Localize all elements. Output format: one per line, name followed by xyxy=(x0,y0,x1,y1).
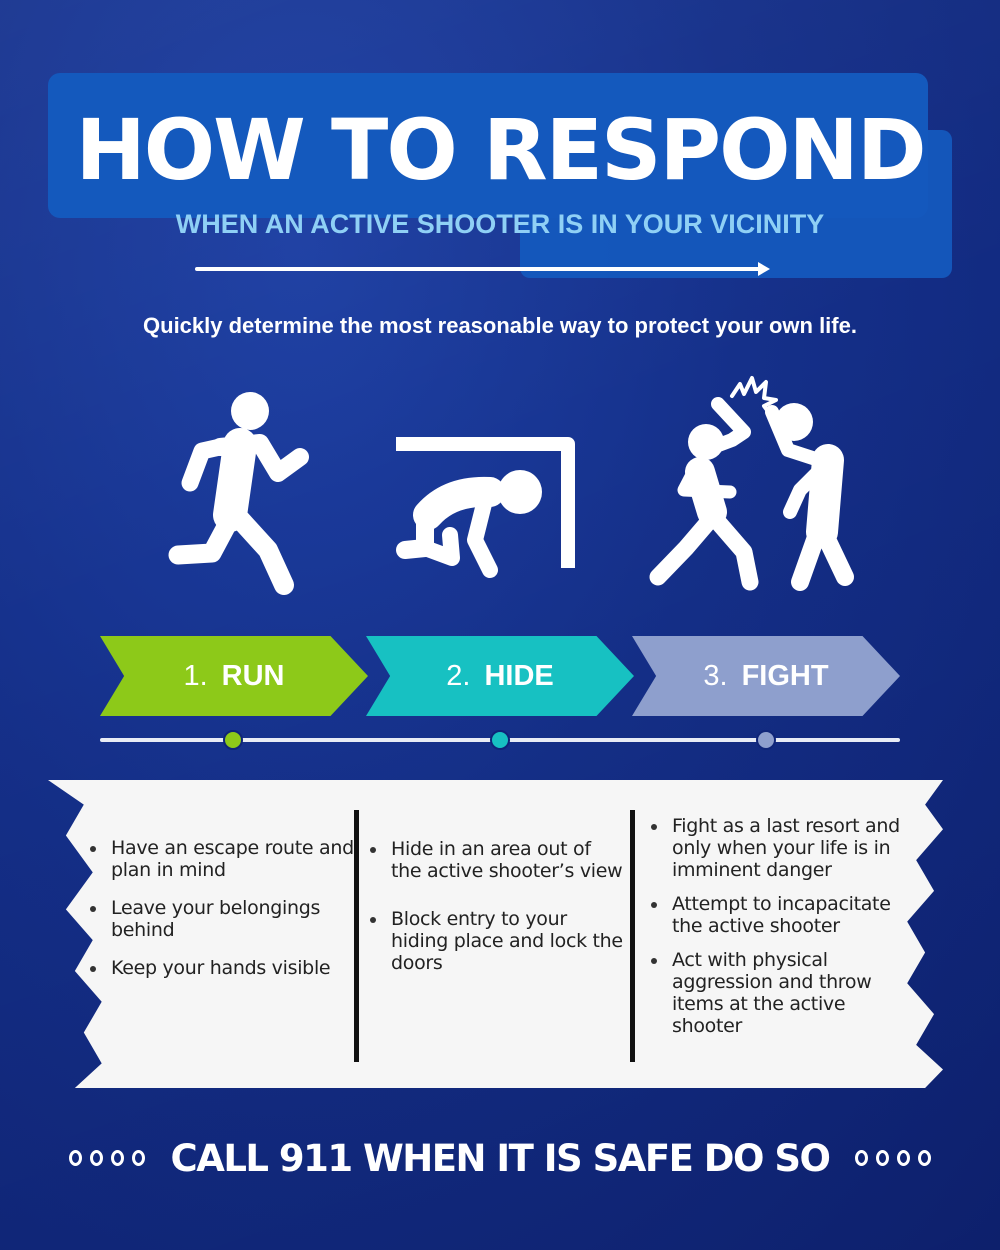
hiding-person-icon xyxy=(390,430,585,580)
column-divider xyxy=(630,810,635,1062)
fight-item: Attempt to incapacitate the active shoot… xyxy=(647,893,917,937)
intro-text: Quickly determine the most reasonable wa… xyxy=(143,313,857,338)
run-item: Leave your belongings behind xyxy=(86,897,354,941)
hide-column: Hide in an area out of the active shoote… xyxy=(366,838,626,990)
step-fight: 3. FIGHT xyxy=(632,636,900,716)
title-panel-accent xyxy=(520,130,952,278)
timeline-dot-hide xyxy=(490,730,510,750)
running-person-icon xyxy=(160,385,320,600)
step-run-label: RUN xyxy=(221,659,285,692)
decorative-rings-left-icon xyxy=(68,1150,145,1166)
step-hide-number: 2. xyxy=(446,659,471,692)
step-fight-label: FIGHT xyxy=(741,659,829,692)
run-item: Have an escape route and plan in mind xyxy=(86,837,354,881)
arrow-right-icon xyxy=(758,262,770,276)
page-subtitle: WHEN AN ACTIVE SHOOTER IS IN YOUR VICINI… xyxy=(175,209,825,239)
footer-banner: CALL 911 WHEN IT IS SAFE DO SO xyxy=(0,1130,1000,1186)
column-divider xyxy=(354,810,359,1062)
page-title: HOW TO RESPOND xyxy=(75,101,926,199)
decorative-rings-right-icon xyxy=(855,1150,932,1166)
fight-item: Fight as a last resort and only when you… xyxy=(647,815,917,881)
hide-item: Hide in an area out of the active shoote… xyxy=(366,838,626,882)
step-fight-number: 3. xyxy=(703,659,728,692)
fight-item: Act with physical aggression and throw i… xyxy=(647,949,917,1037)
instructions-panel xyxy=(48,780,943,1088)
step-run-number: 1. xyxy=(183,659,208,692)
footer-call-911: CALL 911 WHEN IT IS SAFE DO SO xyxy=(170,1136,831,1180)
run-item: Keep your hands visible xyxy=(86,957,354,979)
timeline-dot-fight xyxy=(756,730,776,750)
fight-column: Fight as a last resort and only when you… xyxy=(647,815,917,1053)
step-hide: 2. HIDE xyxy=(366,636,634,716)
timeline-dot-run xyxy=(223,730,243,750)
step-hide-label: HIDE xyxy=(484,659,554,692)
fighting-people-icon xyxy=(640,372,860,592)
hide-item: Block entry to your hiding place and loc… xyxy=(366,908,626,974)
run-column: Have an escape route and plan in mind Le… xyxy=(86,837,354,995)
step-run: 1. RUN xyxy=(100,636,368,716)
arrow-line xyxy=(195,267,763,271)
